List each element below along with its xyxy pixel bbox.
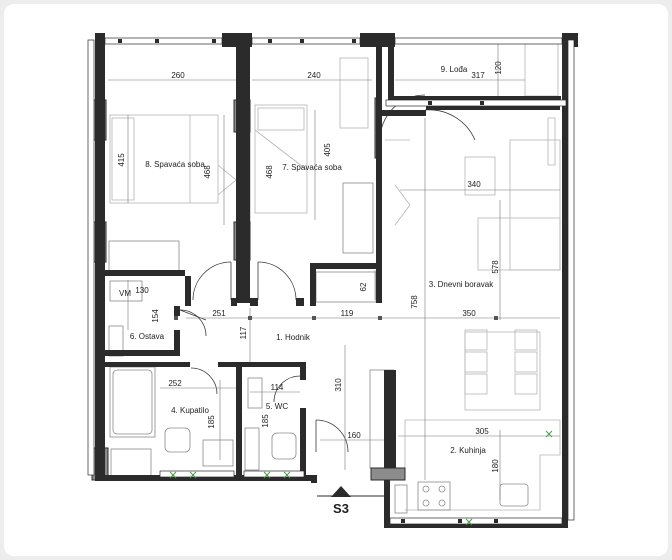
dim-label: 317 xyxy=(471,71,485,80)
window-room-7 xyxy=(251,37,361,45)
dim-label: 758 xyxy=(410,295,419,309)
room-label: 5. WC xyxy=(266,402,288,411)
dim-label: 117 xyxy=(239,326,248,339)
door-swing-living xyxy=(424,109,476,141)
kitchen-counter xyxy=(404,419,561,511)
desk-room-7 xyxy=(339,57,369,129)
section-marker: S3 xyxy=(317,486,384,516)
door-swing-room-8 xyxy=(192,261,232,301)
dim-label: 114 xyxy=(271,383,284,392)
loggia-bench xyxy=(524,39,559,97)
room-labels: 8. Spavaća soba 7. Spavaća soba 9. Lođa … xyxy=(119,65,494,455)
door-swing-kitchen xyxy=(315,419,349,453)
hob xyxy=(417,481,451,511)
dim-label: 240 xyxy=(307,71,321,80)
room-label: 1. Hodnik xyxy=(276,333,311,342)
sofa xyxy=(509,139,561,271)
facade-edge xyxy=(567,39,575,521)
walls xyxy=(95,33,578,528)
room-label: 2. Kuhinja xyxy=(450,446,486,455)
bathtub xyxy=(109,366,156,438)
bed-room-7 xyxy=(254,104,308,214)
doors xyxy=(179,94,476,453)
dim-label: 160 xyxy=(347,431,361,440)
dim-label: 154 xyxy=(151,309,160,323)
dim-label: 578 xyxy=(491,260,500,274)
bed-room-8 xyxy=(109,114,219,204)
dim-label: 185 xyxy=(207,415,216,429)
windows xyxy=(87,37,575,525)
dim-label: 120 xyxy=(494,61,503,75)
wc-sink xyxy=(247,377,263,409)
wardrobe-room-7 xyxy=(342,182,374,254)
fridge xyxy=(394,484,408,514)
door-swing-room-7 xyxy=(257,261,297,301)
dim-label: 350 xyxy=(462,309,476,318)
window-room-8 xyxy=(104,37,223,45)
sofa-corner xyxy=(477,217,561,271)
room-label: 8. Spavaća soba xyxy=(145,160,205,169)
room-label: 3. Dnevni boravak xyxy=(429,280,494,289)
dim-label: 119 xyxy=(341,309,354,318)
washer-area xyxy=(110,448,152,478)
dimension-labels: 260 240 317 120 415 468 468 405 340 578 … xyxy=(117,61,503,473)
dim-label: 130 xyxy=(135,286,149,295)
dim-label: 251 xyxy=(212,309,226,318)
dim-label: 260 xyxy=(171,71,185,80)
dim-label: 252 xyxy=(168,379,182,388)
washing-machine xyxy=(109,280,143,302)
dim-label: 185 xyxy=(261,414,270,428)
bathtub-inner xyxy=(112,369,153,435)
dimension-ticks xyxy=(174,316,498,320)
dining-table xyxy=(464,331,541,411)
pillow-room-8 xyxy=(111,117,135,201)
vent-marks xyxy=(169,430,553,526)
section-arrow-icon xyxy=(331,486,351,497)
dim-label: 340 xyxy=(467,180,481,189)
window-markers xyxy=(118,39,498,523)
toilet-wc xyxy=(271,432,297,460)
kitchen-sink xyxy=(499,483,529,507)
room-label: 6. Ostava xyxy=(130,332,165,341)
window-wc xyxy=(243,470,305,478)
dim-label: 305 xyxy=(475,427,489,436)
wardrobe-room-8 xyxy=(108,240,180,272)
window-kitchen xyxy=(389,517,563,525)
pillow-room-7 xyxy=(257,107,305,131)
dim-label: 62 xyxy=(359,282,368,291)
window-loggia-living xyxy=(385,99,567,107)
wc-shaft xyxy=(244,427,260,471)
dim-label: 405 xyxy=(323,143,332,157)
column xyxy=(370,467,406,481)
door-swing-wc xyxy=(273,375,301,403)
room-label: 9. Lođa xyxy=(441,65,468,74)
window-bathroom xyxy=(159,470,235,478)
appliance-label: VM xyxy=(119,289,131,298)
door-swing-storage xyxy=(179,309,207,337)
facade-edge-left xyxy=(87,39,95,476)
sink-bathroom xyxy=(202,439,234,467)
loggia-railing xyxy=(394,37,563,45)
coffee-table xyxy=(464,156,496,196)
dim-label: 180 xyxy=(491,459,500,473)
room-label: 4. Kupatilo xyxy=(171,406,209,415)
section-label: S3 xyxy=(333,501,349,516)
dim-label: 468 xyxy=(203,165,212,179)
dim-label: 468 xyxy=(265,165,274,179)
room-label: 7. Spavaća soba xyxy=(282,163,342,172)
door-swing-bathroom xyxy=(190,367,218,395)
dim-label: 310 xyxy=(334,378,343,392)
dim-label: 415 xyxy=(117,153,126,167)
toilet-bathroom xyxy=(164,427,191,453)
